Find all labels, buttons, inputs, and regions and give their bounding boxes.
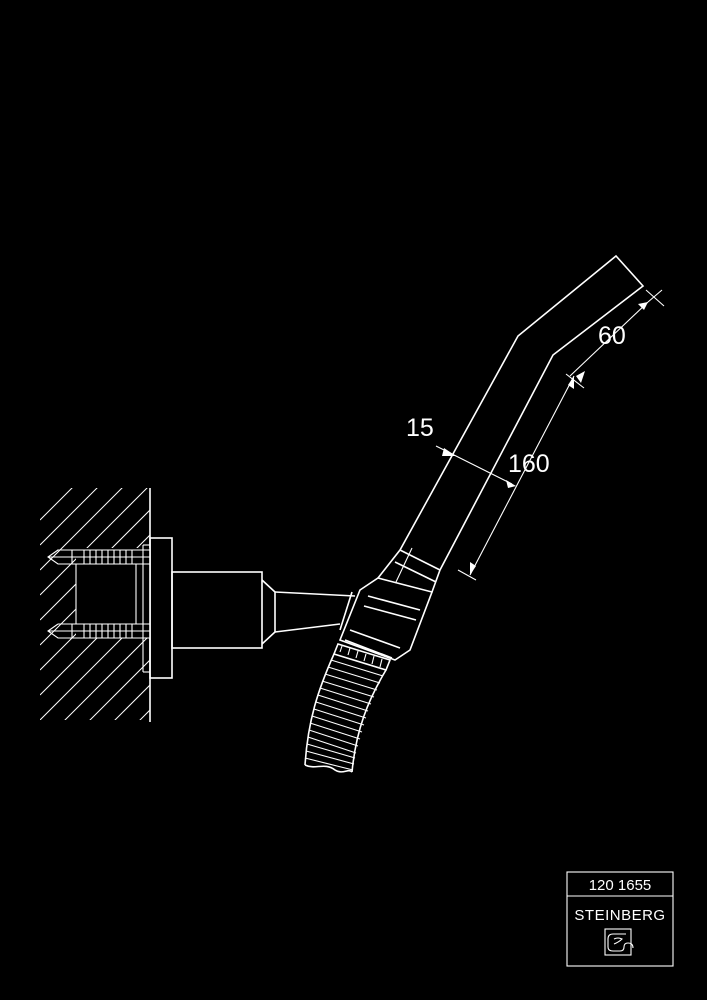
dimension-160-label: 160 — [508, 450, 550, 478]
upper-screw — [47, 549, 150, 565]
dimension-handle-length: 160 — [457, 375, 575, 581]
hand-shower — [377, 254, 645, 593]
title-block: 120 1655 STEINBERG — [566, 871, 674, 967]
steinberg-logo-icon — [604, 928, 634, 956]
wall-flange — [142, 537, 263, 679]
shower-hose — [304, 653, 387, 773]
lower-screw — [47, 623, 150, 639]
handshower-holder — [332, 577, 434, 671]
swivel-joint — [261, 579, 356, 645]
dimension-60-label: 60 — [598, 322, 626, 350]
dimension-hose-offset: 15 — [406, 414, 516, 488]
dimension-head-width: 60 — [565, 289, 665, 389]
product-code: 120 1655 — [589, 877, 652, 894]
brand-name: STEINBERG — [574, 907, 665, 924]
anchor-screws — [47, 549, 150, 639]
wall-section — [40, 488, 151, 722]
dimension-15-label: 15 — [406, 414, 434, 442]
